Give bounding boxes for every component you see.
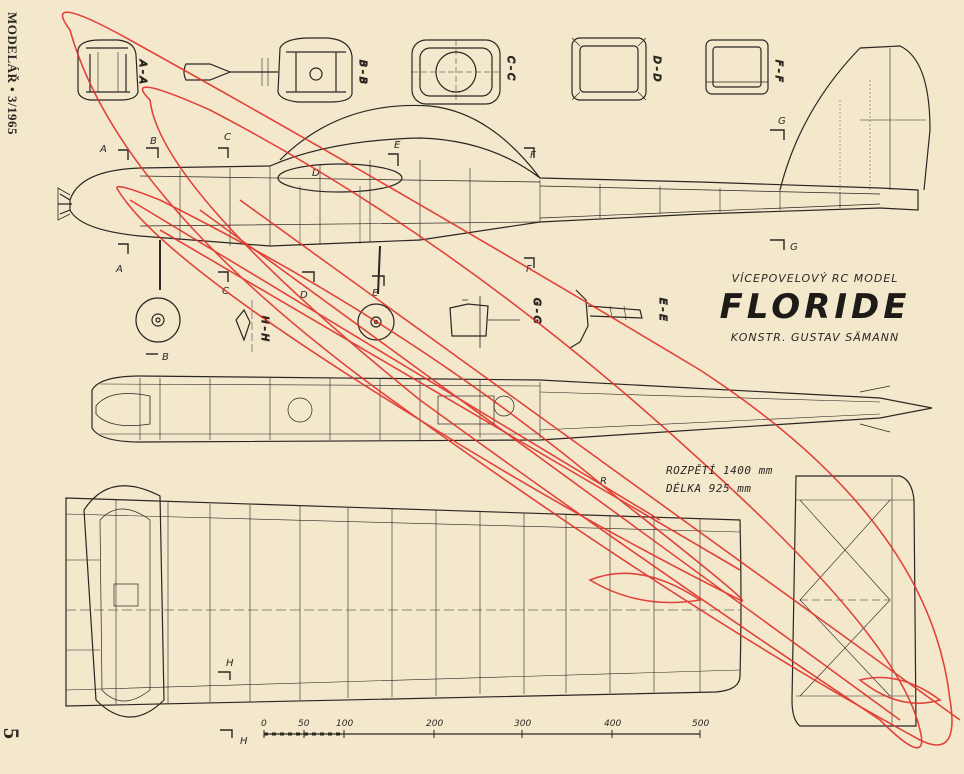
landing-gear-nose [357,245,395,341]
designer-credit: KONSTR. GUSTAV SÄMANN [730,331,900,344]
scale-tick-400: 400 [604,719,621,729]
red-loop-small [588,572,703,604]
marker-a-bottom: A [115,264,123,275]
section-d-d [571,37,647,101]
title-block: VÍCEPOVELOVÝ RC MODEL FLORIDE KONSTR. GU… [700,272,930,344]
red-line-1 [159,229,741,571]
marker-b-top: B [150,136,157,147]
landing-gear-main [135,240,181,343]
scale-tick-100: 100 [336,719,353,729]
marker-d-bottom: D [300,290,308,301]
section-b-b-label: B - B [357,60,368,84]
marker-r: R [600,476,607,487]
marker-e-top: E [394,140,401,151]
section-f-f [705,39,769,95]
marker-e-bottom: E [372,288,379,299]
section-g-g-detail [449,296,520,348]
spec-length: DÉLKA 925 mm [666,482,752,495]
section-f-f-label: F - F [773,60,784,82]
marker-g-bottom: G [790,242,798,253]
section-e-e-detail [569,289,643,349]
fuselage-side-view [57,104,919,247]
section-c-c-label: C - C [505,56,516,80]
marker-b-bottom: B [162,352,169,363]
red-line-3 [199,209,901,721]
red-line-2 [129,199,661,521]
section-h-h-label: H - H [259,316,270,341]
red-loop-tail [858,676,942,705]
wing-plan-view [65,485,742,718]
marker-h-top: H [226,658,234,669]
marker-a-top: A [99,144,107,155]
section-a-a [77,39,139,101]
marker-f-top: F [530,150,536,161]
marker-f-bottom: F [526,264,532,275]
marker-g-top: G [778,116,786,127]
marker-d-top: D [312,168,320,179]
fuselage-top-view [91,375,933,443]
red-line-4 [239,199,961,721]
red-ellipse-outer [61,11,953,746]
red-overlay-lines [61,11,961,749]
model-title: FLORIDE [719,287,911,327]
wing-rib-detail [235,300,253,352]
scale-tick-50: 50 [298,719,310,729]
marker-h-bottom: H [240,736,248,747]
section-a-a-label: A - A [137,59,148,84]
publication-reference: MODELÁŘ • 3/1965 [5,12,20,136]
spec-span: ROZPĚTÍ 1400 mm [666,464,773,477]
vertical-tail [779,45,931,191]
scale-tick-300: 300 [514,719,531,729]
scale-bar: 0 50 100 200 300 400 500 [261,719,709,738]
scale-tick-0: 0 [261,719,267,729]
cut-markers [118,129,785,738]
section-c-c [411,39,501,105]
section-g-g-label: G - G [531,298,542,324]
section-b-b [183,37,353,103]
red-ellipse-inner [116,185,744,602]
scale-tick-500: 500 [692,719,709,729]
section-e-e-label: E - E [657,298,668,321]
stabilizer-plan-view [791,475,917,727]
scale-tick-200: 200 [426,719,443,729]
section-d-d-label: D - D [651,56,662,82]
marker-c-top: C [224,132,231,143]
red-ellipse-middle [141,86,923,749]
model-subtitle: VÍCEPOVELOVÝ RC MODEL [731,272,899,285]
